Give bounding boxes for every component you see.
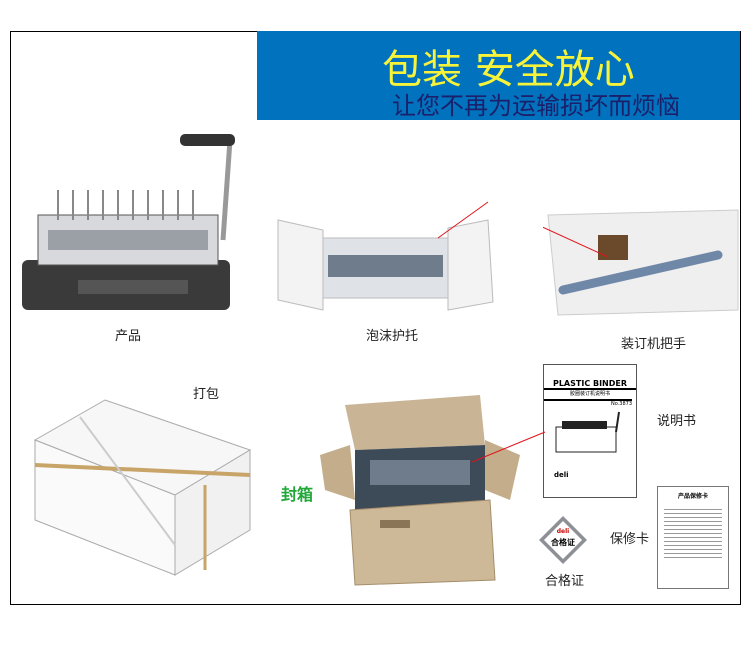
manual-brand: deli xyxy=(554,471,569,479)
manual-subtitle: 胶圈装订机说明书 xyxy=(569,391,610,397)
label-foam: 泡沫护托 xyxy=(366,329,419,344)
certificate-tag-icon xyxy=(539,516,587,564)
banner-title: 包装 安全放心 xyxy=(382,47,635,93)
label-product: 产品 xyxy=(115,329,142,344)
binding-machine-image xyxy=(22,134,235,310)
banner: 包装 安全放心 让您不再为运输损坏而烦恼 xyxy=(257,31,740,120)
handle-tray-image xyxy=(543,209,739,316)
open-box-image xyxy=(320,395,520,586)
manual-image: PLASTIC BINDER 胶圈装订机说明书 No.3873 deli xyxy=(543,364,637,498)
label-pack: 打包 xyxy=(193,387,220,402)
warranty-card-image: 产品保修卡 xyxy=(657,486,729,589)
pointer-line xyxy=(471,431,546,463)
banner-subtitle: 让您不再为运输损坏而烦恼 xyxy=(392,92,680,120)
label-seal: 封箱 xyxy=(281,485,314,504)
certificate-brand: deli xyxy=(556,528,570,535)
manual-model: No.3873 xyxy=(544,399,632,407)
manual-title: PLASTIC BINDER xyxy=(544,379,636,390)
label-manual: 说明书 xyxy=(657,414,697,429)
packed-box-image xyxy=(33,399,252,576)
binder-sketch-icon xyxy=(555,411,620,453)
label-certificate: 合格证 xyxy=(545,574,585,589)
warranty-card-text-lines xyxy=(664,506,722,561)
foam-holder-image xyxy=(277,201,494,311)
label-handle: 装订机把手 xyxy=(621,337,687,352)
warranty-card-title: 产品保修卡 xyxy=(677,493,708,500)
certificate-tag-text: 合格证 xyxy=(551,538,575,547)
label-warranty: 保修卡 xyxy=(610,532,650,547)
